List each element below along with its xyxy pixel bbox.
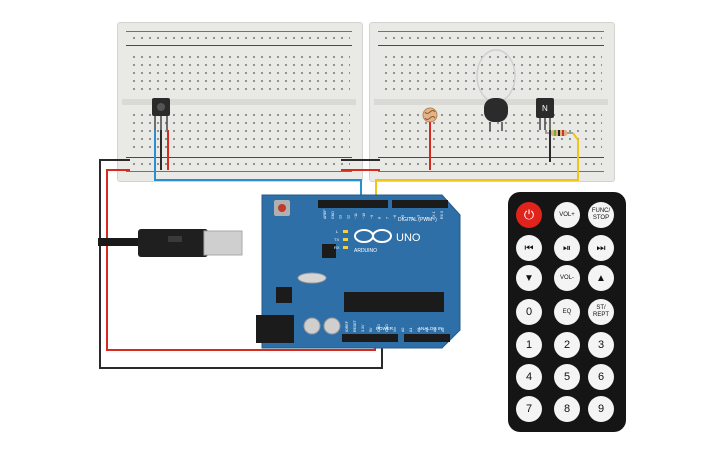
remote-button[interactable]: FUNC/ STOP — [588, 202, 614, 228]
remote-button[interactable]: VOL- — [554, 265, 580, 291]
remote-button[interactable]: 3 — [588, 332, 614, 358]
remote-button[interactable]: ⏻ — [516, 202, 542, 228]
pin-label: 4 — [409, 217, 413, 219]
remote-button[interactable]: 7 — [516, 396, 542, 422]
wire-ir-signal — [154, 130, 362, 205]
pin-label: RX 0 — [440, 211, 444, 219]
remote-button[interactable]: 8 — [554, 396, 580, 422]
pin-label: A4 — [433, 328, 437, 332]
remote-button[interactable]: 4 — [516, 364, 542, 390]
pin-label: ~10 — [362, 213, 366, 219]
led-rx-label: RX — [334, 245, 340, 250]
breadboard-right — [369, 22, 615, 182]
pin-label: RESET — [353, 319, 357, 332]
pin-label: Vin — [393, 327, 397, 332]
pin-label: ~9 — [370, 215, 374, 219]
remote-button[interactable]: 0 — [516, 299, 542, 325]
remote-button[interactable]: 6 — [588, 364, 614, 390]
pin-label: GND — [385, 324, 389, 332]
transistor-label: N — [542, 104, 548, 113]
led-tx-label: TX — [334, 237, 339, 242]
wire-gnd-main — [99, 159, 383, 369]
photoresistor — [422, 107, 438, 123]
pin-label: A3 — [425, 328, 429, 332]
pin-label: IOREF — [345, 320, 349, 332]
remote-button[interactable]: 5 — [554, 364, 580, 390]
pin-label: ~11 — [354, 213, 358, 219]
pin-label: ~5 — [401, 215, 405, 219]
analog-label: ANALOG IN — [418, 326, 443, 331]
arduino-brand: ARDUINO — [354, 248, 377, 254]
npn-transistor — [536, 98, 554, 130]
pin-label: A5 — [441, 328, 445, 332]
wire-transistor-signal — [375, 132, 579, 205]
pin-label: AREF — [323, 209, 327, 219]
arduino-model: UNO — [396, 232, 421, 244]
pin-label: 3.3V — [361, 324, 365, 332]
remote-button[interactable]: ▼ — [516, 265, 542, 291]
pin-label: A1 — [409, 328, 413, 332]
pin-label: ~6 — [393, 215, 397, 219]
bottom-pin-labels: IOREF RESET 3.3V 5V GND GND Vin A0 A1 A2 A3 A4 A5 — [345, 319, 445, 332]
remote-button[interactable]: VOL+ — [554, 202, 580, 228]
pin-label: TX 1 — [432, 211, 436, 219]
ir-receiver — [152, 98, 170, 130]
usb-cable — [98, 229, 243, 257]
pin-label: 7 — [385, 217, 389, 219]
dc-motor — [476, 49, 516, 131]
pin-label: A0 — [401, 328, 405, 332]
led-l-label: L — [336, 229, 339, 234]
remote-button[interactable]: ⏮ — [516, 235, 542, 261]
pin-label: GND — [377, 324, 381, 332]
pin-label: 5V — [369, 327, 373, 332]
breadboard-left — [117, 22, 363, 182]
remote-button[interactable]: 2 — [554, 332, 580, 358]
pin-label: 12 — [346, 215, 350, 219]
arduino-board — [256, 194, 461, 349]
pin-label: A2 — [417, 328, 421, 332]
pin-label: 2 — [424, 217, 428, 219]
remote-button[interactable]: ST/ REPT — [588, 299, 614, 325]
remote-button[interactable]: ⏯ — [554, 235, 580, 261]
pin-label: GND — [331, 211, 335, 219]
pin-label: ~3 — [417, 215, 421, 219]
pin-label: 13 — [339, 215, 343, 219]
remote-button[interactable]: EQ — [554, 299, 580, 325]
power-label: POWER — [376, 326, 394, 331]
digital-label: DIGITAL (PWM~) — [398, 217, 437, 223]
remote-button[interactable]: ⏭ — [588, 235, 614, 261]
remote-button[interactable]: ▲ — [588, 265, 614, 291]
remote-button[interactable]: 9 — [588, 396, 614, 422]
remote-button[interactable]: 1 — [516, 332, 542, 358]
pin-label: 8 — [378, 217, 382, 219]
